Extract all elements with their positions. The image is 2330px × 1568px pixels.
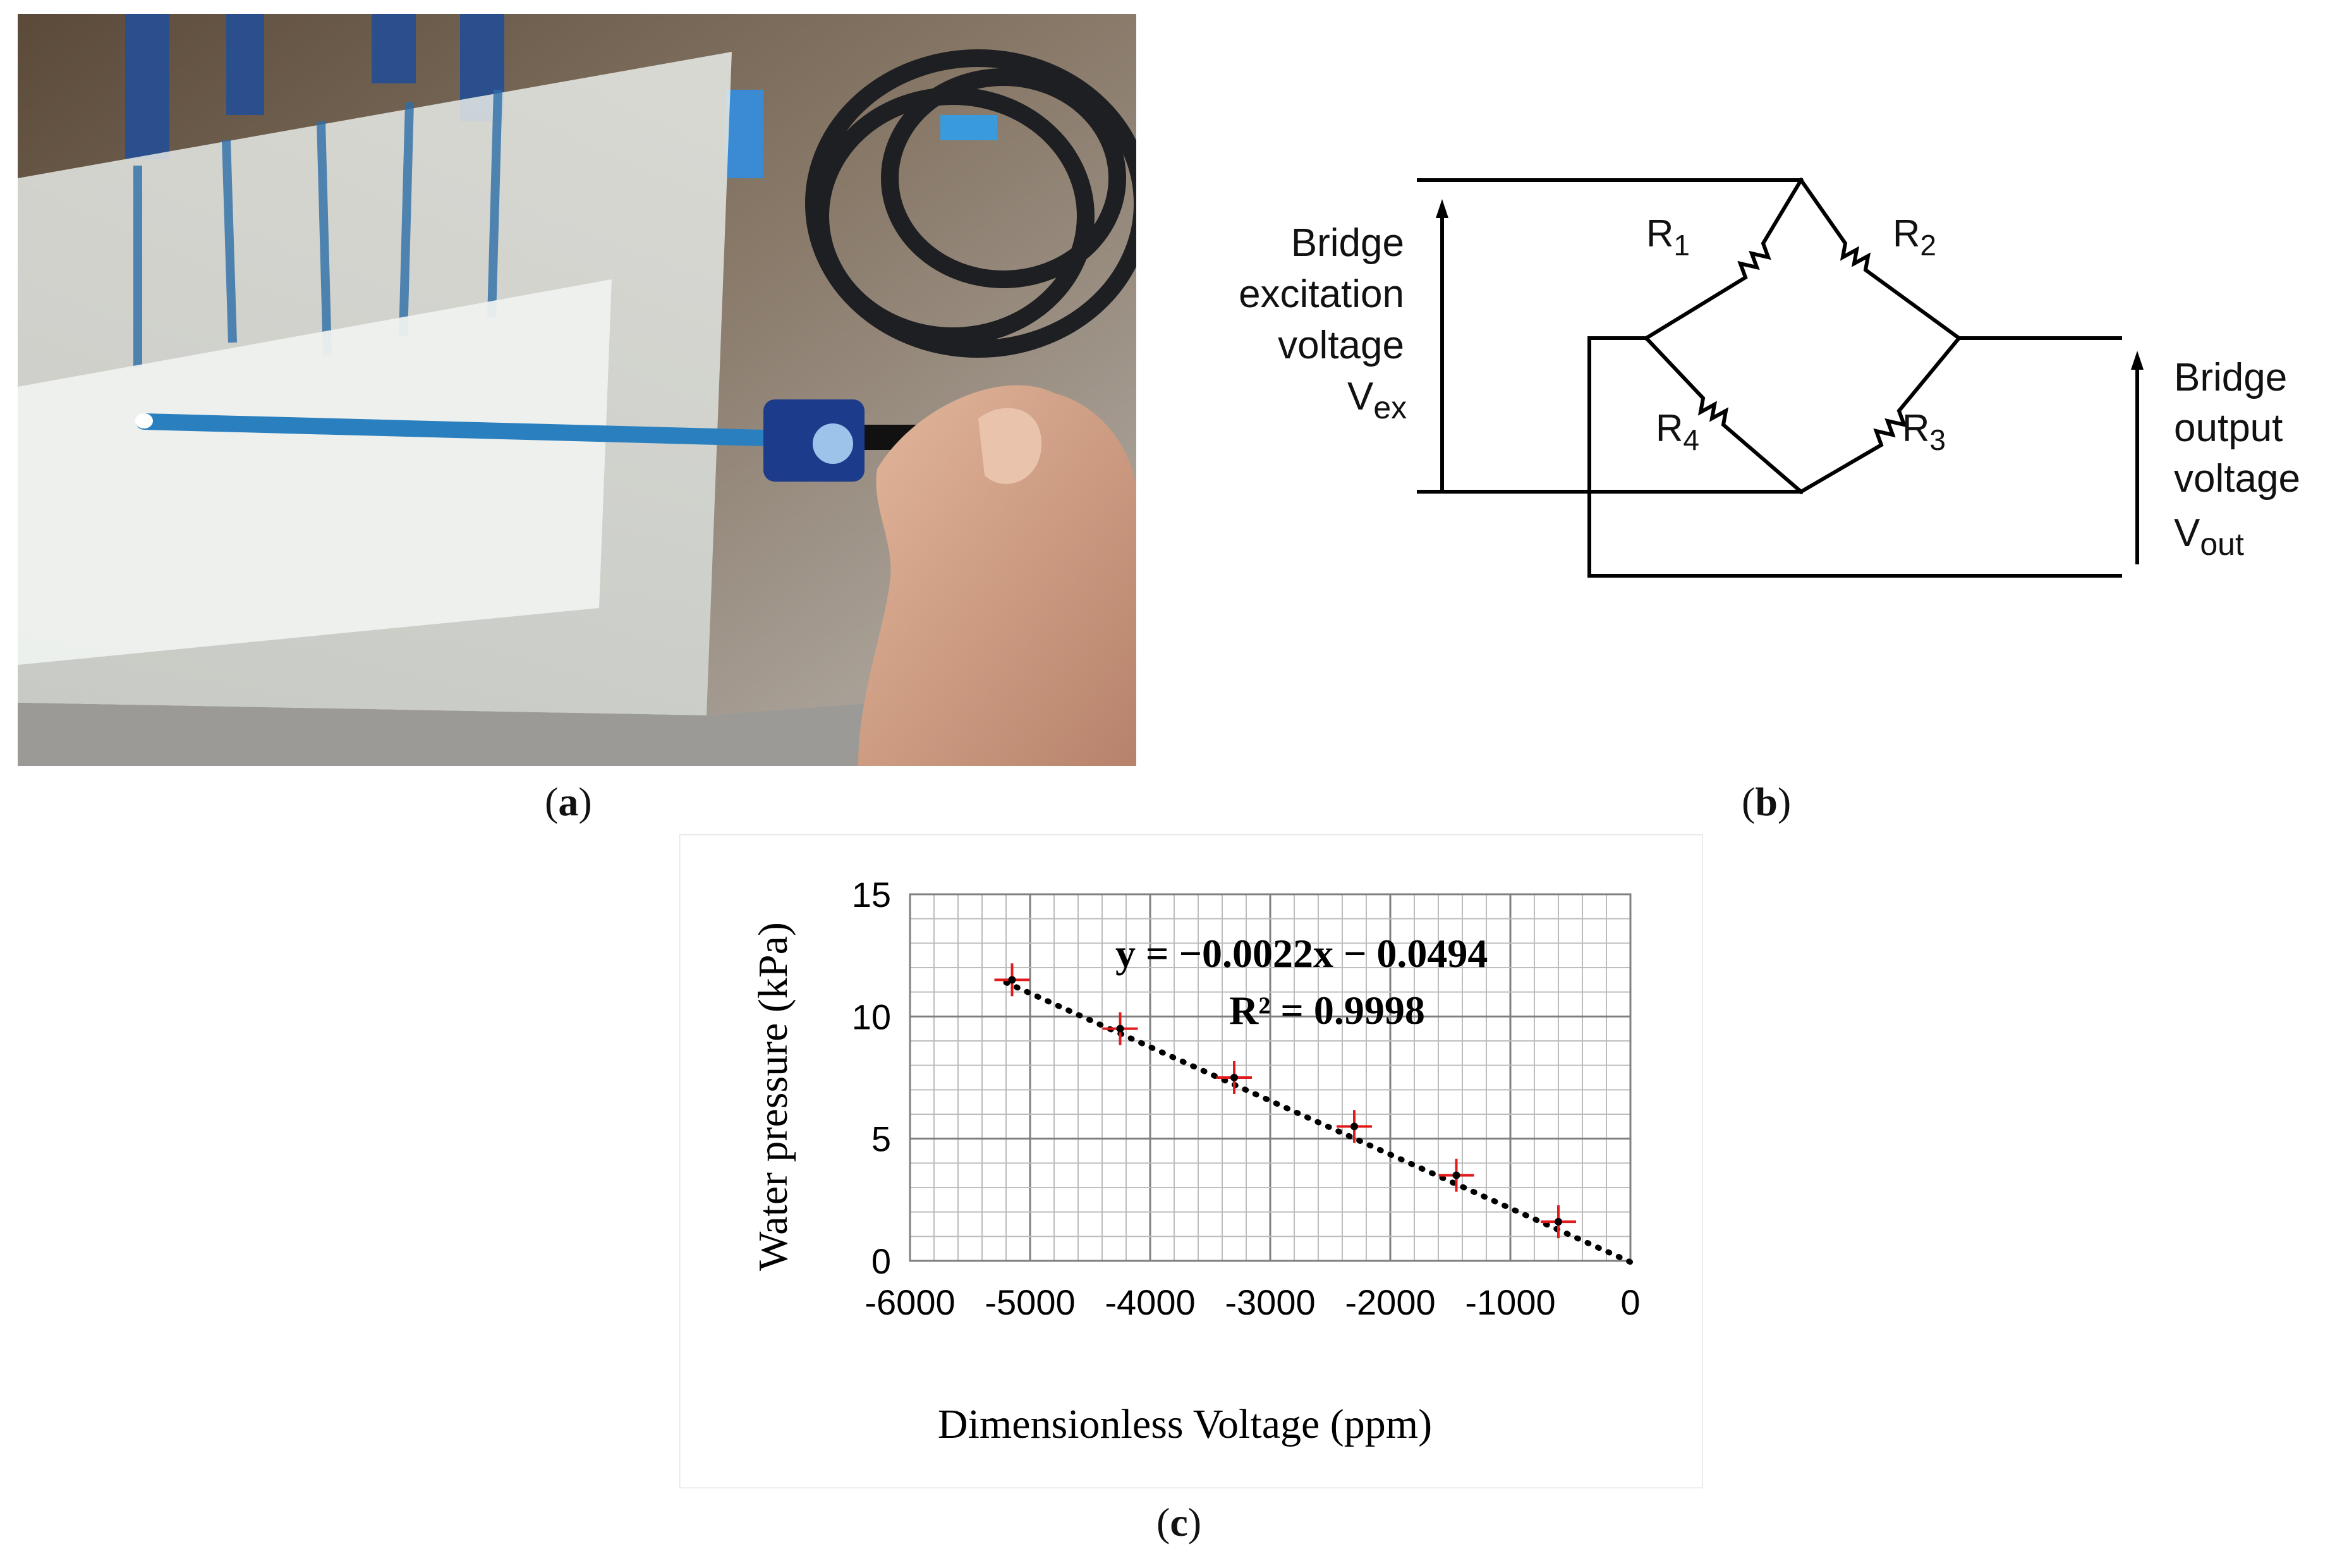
hand bbox=[858, 385, 1136, 766]
label-r2: R2 bbox=[1893, 212, 1936, 262]
excitation-symbol: Vex bbox=[1347, 375, 1407, 425]
resistor-r1 bbox=[1643, 177, 1804, 341]
data-markers bbox=[994, 963, 1576, 1239]
data-point bbox=[994, 963, 1030, 997]
caption-b: (b) bbox=[1742, 779, 1792, 824]
trend-equation: y = −0.0022x − 0.0494 bbox=[1115, 931, 1488, 976]
data-point bbox=[1438, 1158, 1474, 1192]
excitation-label-line2: excitation bbox=[1239, 272, 1404, 316]
excitation-label-line1: Bridge bbox=[1291, 221, 1404, 265]
tick-labels: -6000 -5000 -4000 -3000 -2000 -1000 0 0 5 10 15 bbox=[852, 875, 1641, 1322]
data-point bbox=[1217, 1061, 1252, 1094]
data-point bbox=[1337, 1110, 1372, 1143]
data-point bbox=[1541, 1205, 1576, 1239]
caption-c: (c) bbox=[1156, 1500, 1202, 1545]
x-axis-title: Dimensionless Voltage (ppm) bbox=[938, 1401, 1432, 1447]
output-symbol: Vout bbox=[2174, 511, 2244, 562]
x-tick-label: -4000 bbox=[1105, 1282, 1195, 1322]
label-r3: R3 bbox=[1902, 407, 1946, 456]
bridge-diagram-panel: Bridge excitation voltage Vex Bridge out… bbox=[1175, 114, 2330, 607]
y-tick-label: 5 bbox=[871, 1119, 891, 1159]
resistor-r2 bbox=[1798, 177, 1962, 341]
x-tick-label: -6000 bbox=[865, 1282, 955, 1322]
y-axis-title: Water pressure (kPa) bbox=[750, 922, 796, 1271]
x-tick-label: -3000 bbox=[1225, 1282, 1315, 1322]
x-tick-label: -5000 bbox=[985, 1282, 1075, 1322]
x-tick-label: -1000 bbox=[1465, 1282, 1555, 1322]
plot-area bbox=[909, 893, 1632, 1262]
x-tick-label: -2000 bbox=[1345, 1282, 1435, 1322]
output-label-line2: output bbox=[2174, 406, 2283, 450]
data-point bbox=[1102, 1012, 1138, 1045]
r-squared: R² = 0.9998 bbox=[1229, 988, 1425, 1033]
y-tick-label: 0 bbox=[871, 1241, 891, 1281]
calibration-chart: -6000 -5000 -4000 -3000 -2000 -1000 0 0 5 10 15 y … bbox=[678, 833, 1704, 1490]
output-label-line3: voltage bbox=[2174, 457, 2300, 501]
y-tick-label: 10 bbox=[852, 997, 891, 1036]
resistor-r4 bbox=[1643, 335, 1804, 495]
resistor-r3 bbox=[1798, 335, 1962, 495]
tensiometer-photo bbox=[18, 14, 1151, 766]
output-label-line1: Bridge bbox=[2174, 356, 2287, 399]
x-tick-label: 0 bbox=[1620, 1282, 1640, 1322]
photo-panel bbox=[18, 14, 1151, 766]
y-tick-label: 15 bbox=[852, 875, 891, 915]
label-r4: R4 bbox=[1656, 407, 1699, 456]
calibration-chart-panel: -6000 -5000 -4000 -3000 -2000 -1000 0 0 5 10 15 y … bbox=[678, 833, 1704, 1490]
probe-tops bbox=[125, 14, 997, 178]
wheatstone-bridge-diagram: Bridge excitation voltage Vex Bridge out… bbox=[1239, 177, 2300, 578]
label-r1: R1 bbox=[1646, 212, 1690, 262]
excitation-label-line3: voltage bbox=[1278, 324, 1404, 367]
foam-block bbox=[18, 279, 612, 665]
caption-a: (a) bbox=[545, 779, 592, 824]
